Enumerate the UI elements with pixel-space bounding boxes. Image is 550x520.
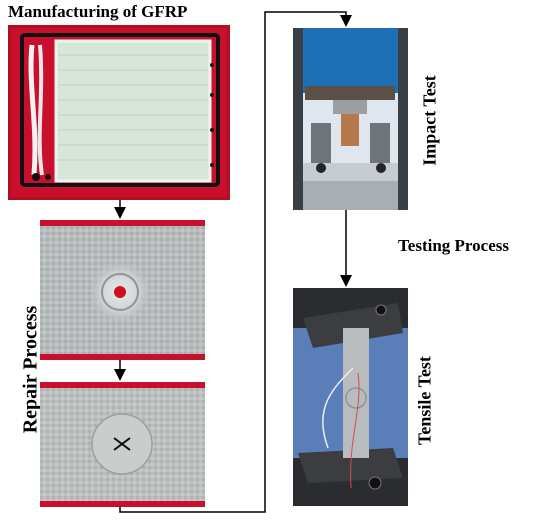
repaired-specimen-photo	[40, 382, 205, 507]
testing-process-label: Testing Process	[398, 236, 509, 255]
damaged-specimen-photo	[40, 220, 205, 360]
manufacturing-photo	[8, 25, 230, 200]
tensile-test-label: Tensile Test	[414, 356, 435, 445]
impact-test-label: Impact Test	[419, 75, 440, 166]
tensile-test-photo	[293, 288, 408, 506]
manufacturing-title: Manufacturing of GFRP	[8, 2, 188, 21]
impact-test-photo	[293, 28, 408, 210]
